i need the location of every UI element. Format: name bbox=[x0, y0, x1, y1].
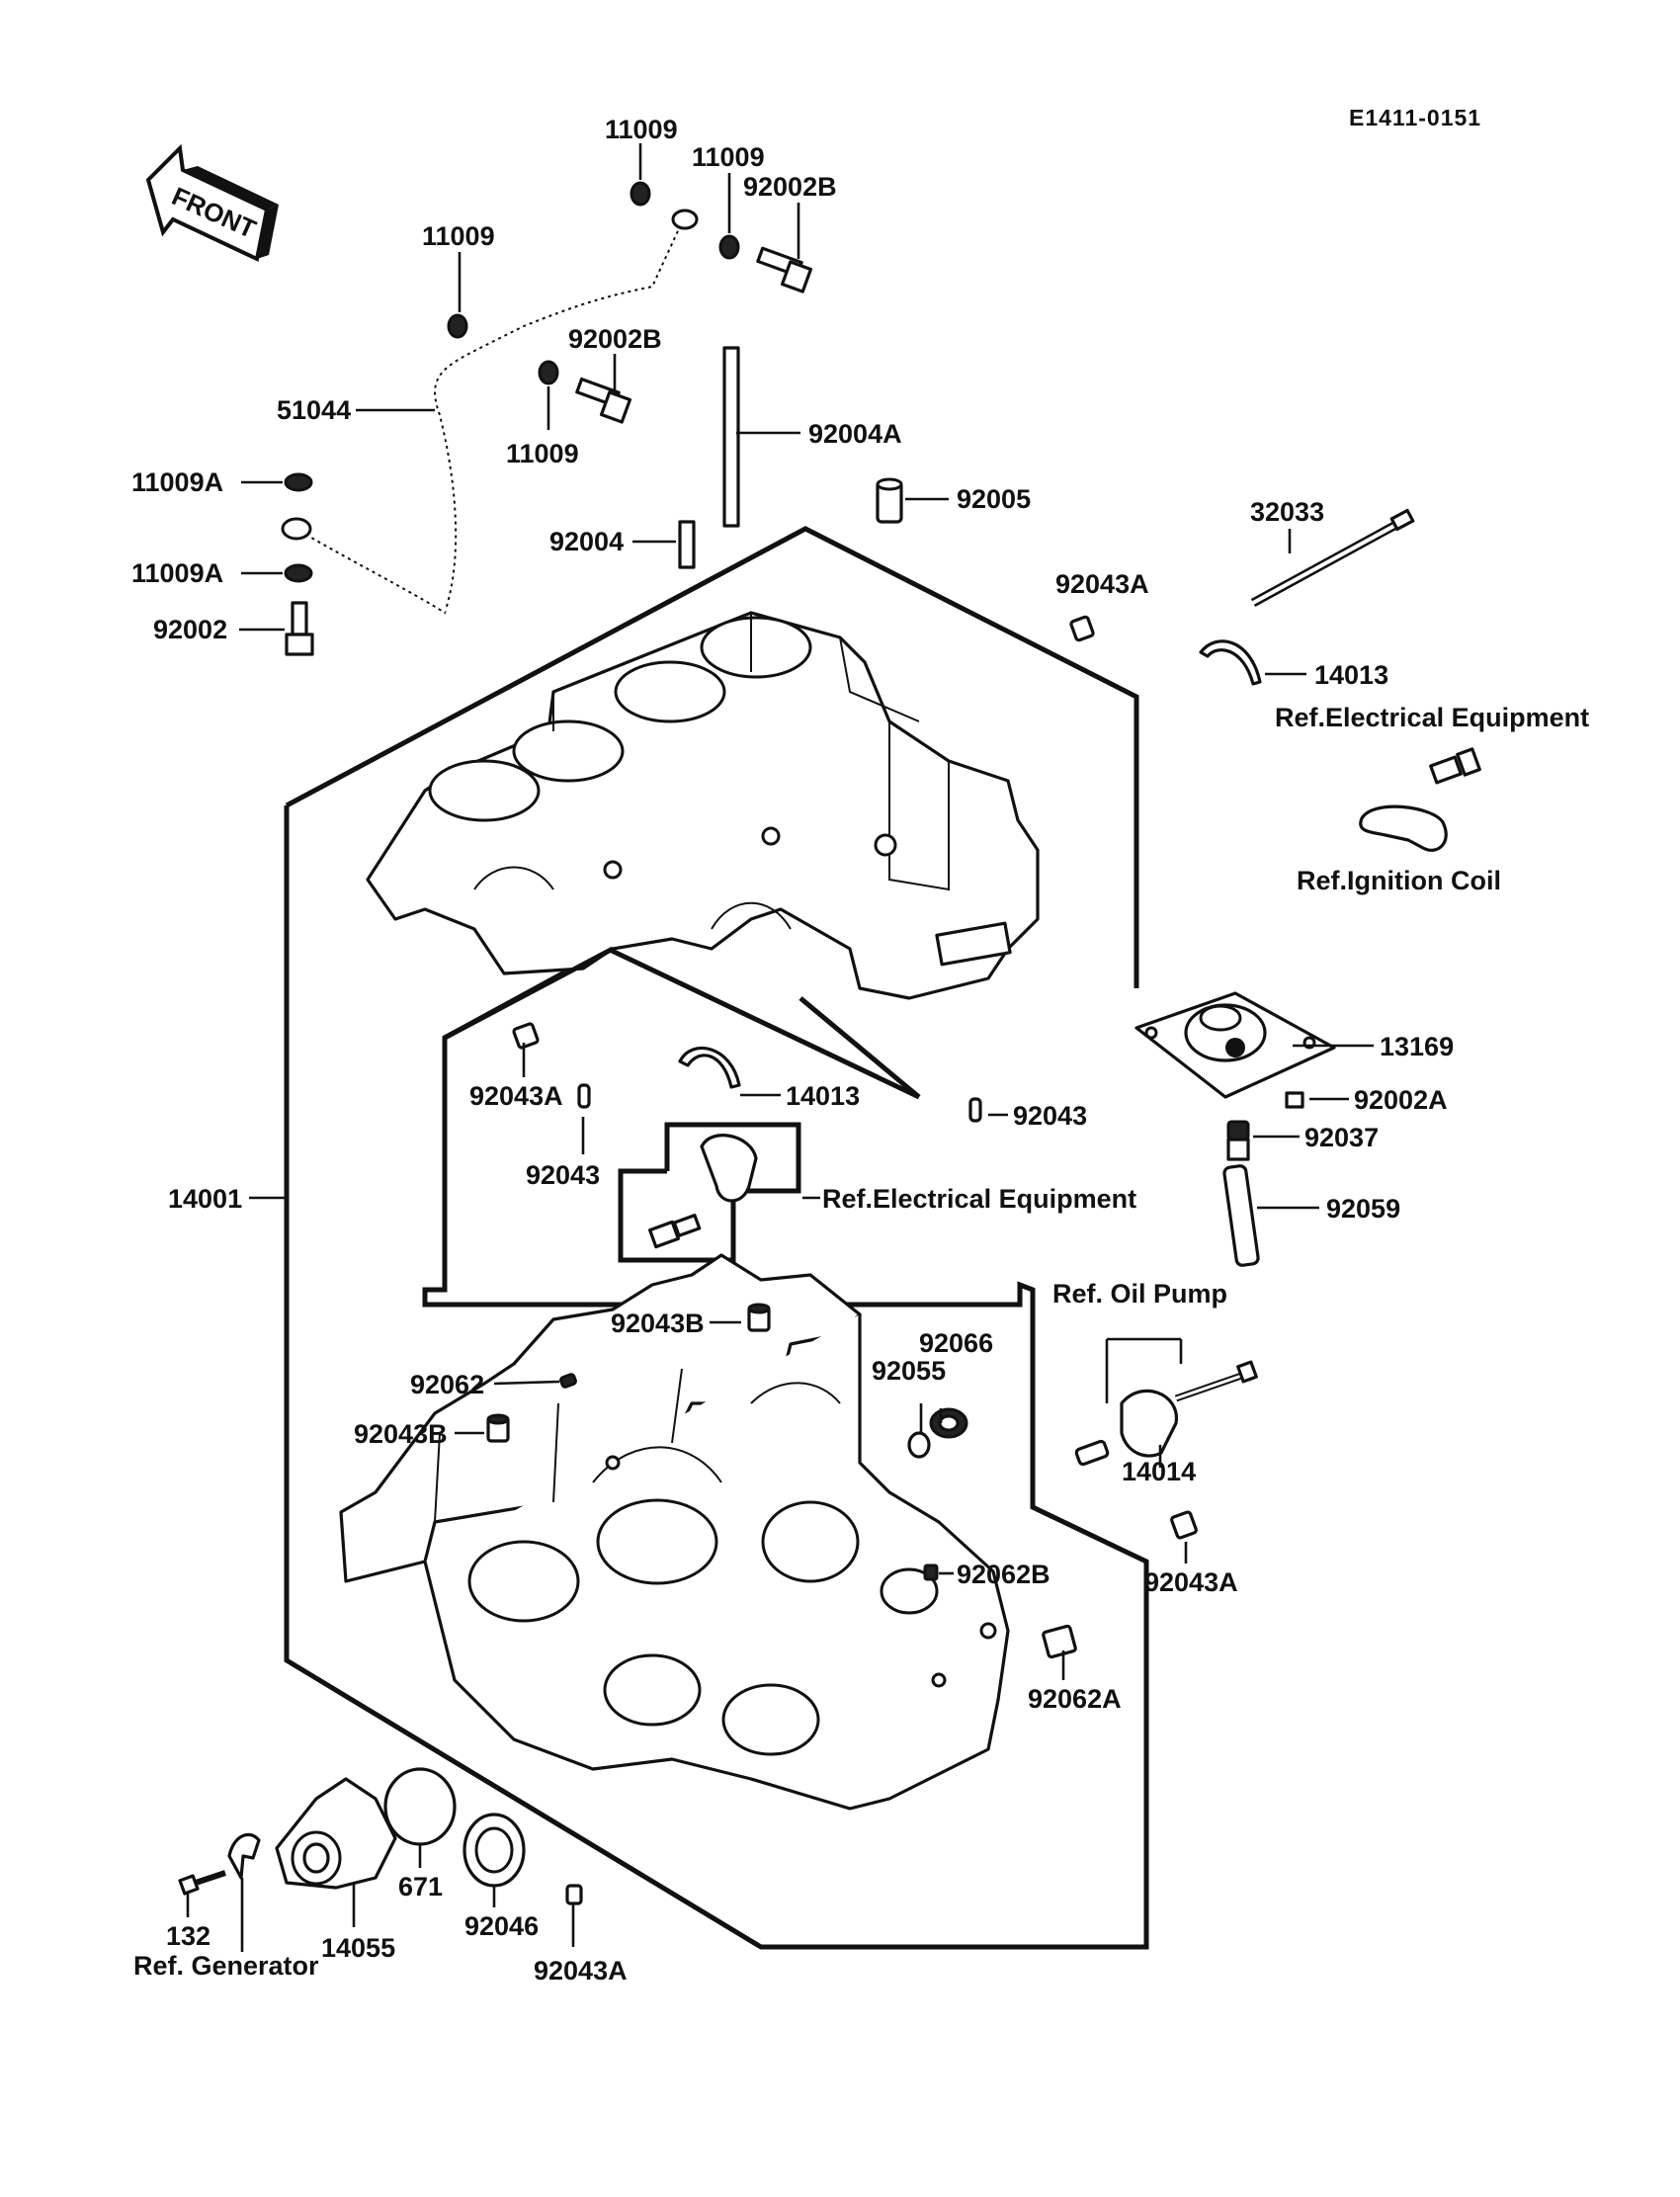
label-92043A-bottom: 92043A bbox=[534, 1956, 628, 1986]
label-92046: 92046 bbox=[464, 1911, 539, 1941]
plug-92066 bbox=[929, 1407, 968, 1439]
spring-92037 bbox=[1226, 1120, 1250, 1161]
oil-pump-bracket bbox=[1120, 1360, 1258, 1458]
leader-lines bbox=[186, 143, 1374, 1952]
label-14013-mid: 14013 bbox=[786, 1081, 860, 1111]
washer-11009A-top bbox=[284, 472, 313, 492]
label-92004: 92004 bbox=[549, 527, 624, 556]
label-92043A-upper: 92043A bbox=[1055, 569, 1149, 599]
upper-crankcase bbox=[366, 611, 1040, 1000]
diagram-code: E1411-0151 bbox=[1349, 105, 1481, 130]
bolt-32033 bbox=[1250, 508, 1415, 607]
label-92043A-lowright: 92043A bbox=[1144, 1567, 1238, 1597]
dowel-92005 bbox=[876, 477, 903, 524]
label-92059: 92059 bbox=[1326, 1194, 1400, 1224]
label-132: 132 bbox=[166, 1921, 210, 1951]
label-92062A: 92062A bbox=[1028, 1684, 1122, 1714]
pin-92062 bbox=[559, 1373, 577, 1389]
label-92066: 92066 bbox=[919, 1328, 993, 1358]
label-671: 671 bbox=[398, 1872, 443, 1901]
label-11009-left: 11009 bbox=[422, 221, 495, 251]
label-11009A-top: 11009A bbox=[131, 467, 223, 497]
pin-92043-right bbox=[968, 1097, 982, 1123]
dowel-92043A-upper bbox=[1069, 615, 1095, 642]
label-92043A-mid: 92043A bbox=[469, 1081, 563, 1111]
bearing-92046 bbox=[462, 1813, 526, 1888]
bolt-92002 bbox=[285, 601, 314, 656]
dowel-92043A-mid bbox=[512, 1022, 540, 1050]
ignition-coil-clamp bbox=[1359, 747, 1481, 852]
label-14055: 14055 bbox=[321, 1933, 395, 1963]
label-92005: 92005 bbox=[957, 484, 1031, 514]
assembly-frame bbox=[284, 526, 1149, 1950]
label-14013-upper: 14013 bbox=[1314, 660, 1388, 690]
label-ref-oil-pump: Ref. Oil Pump bbox=[1052, 1279, 1227, 1309]
pin-92062B bbox=[923, 1563, 939, 1581]
washer-11009A-low bbox=[284, 563, 313, 583]
dowel-92043B-left bbox=[486, 1413, 510, 1443]
label-92062B: 92062B bbox=[957, 1560, 1050, 1589]
label-11009A-low: 11009A bbox=[131, 558, 223, 588]
dowel-92043A-lowright bbox=[1170, 1510, 1198, 1540]
label-14014: 14014 bbox=[1122, 1457, 1196, 1486]
label-92043B-top: 92043B bbox=[611, 1309, 705, 1338]
label-11009-top: 11009 bbox=[605, 115, 678, 144]
label-ref-generator: Ref. Generator bbox=[133, 1951, 319, 1981]
oring-92055 bbox=[907, 1431, 931, 1459]
bolt-132 bbox=[178, 1870, 226, 1896]
label-92004A: 92004A bbox=[808, 419, 902, 449]
clamp-14013-mid bbox=[678, 1046, 741, 1089]
label-92055: 92055 bbox=[872, 1356, 946, 1386]
lower-crankcase bbox=[339, 1253, 1010, 1811]
washer-11009-left bbox=[447, 313, 468, 339]
label-92062: 92062 bbox=[410, 1370, 484, 1399]
label-92043B-left: 92043B bbox=[354, 1419, 448, 1449]
label-11009-mid: 11009 bbox=[692, 142, 765, 172]
clamp-14013-upper bbox=[1199, 639, 1262, 686]
oring-671 bbox=[383, 1767, 457, 1846]
label-13169: 13169 bbox=[1380, 1032, 1454, 1061]
label-92002A: 92002A bbox=[1354, 1085, 1448, 1115]
label-92002B-mid: 92002B bbox=[568, 324, 662, 354]
label-11009-low: 11009 bbox=[506, 439, 579, 468]
label-ref-electrical-upper: Ref.Electrical Equipment bbox=[1275, 703, 1589, 732]
label-92002B-top: 92002B bbox=[743, 172, 837, 202]
washer-11009-top bbox=[630, 181, 651, 207]
pipe-92059 bbox=[1222, 1164, 1260, 1267]
label-92002: 92002 bbox=[153, 615, 227, 644]
stud-92004 bbox=[678, 520, 696, 569]
label-51044: 51044 bbox=[277, 395, 351, 425]
part-labels: 11009 11009 92002B 11009 92002B 51044 11… bbox=[131, 115, 1589, 1986]
dowel-14014 bbox=[1074, 1439, 1110, 1467]
pin-92043-left bbox=[577, 1083, 591, 1109]
bolt-92002A bbox=[1285, 1091, 1304, 1109]
front-arrow-icon: FRONT bbox=[145, 143, 279, 262]
dowel-92043A-bottom bbox=[565, 1884, 583, 1905]
label-92043-left: 92043 bbox=[526, 1160, 600, 1190]
bolt-92002B-mid bbox=[575, 377, 632, 424]
label-92037: 92037 bbox=[1304, 1123, 1379, 1152]
dowel-92043B-top bbox=[747, 1303, 771, 1332]
oil-hose-51044 bbox=[281, 209, 699, 619]
generator-clip bbox=[227, 1832, 261, 1880]
washer-11009-low bbox=[538, 360, 559, 385]
label-14001: 14001 bbox=[168, 1184, 242, 1214]
label-32033: 32033 bbox=[1250, 497, 1324, 527]
washer-11009-mid bbox=[718, 234, 740, 260]
label-ref-electrical-lower: Ref.Electrical Equipment bbox=[822, 1184, 1136, 1214]
plug-92062A bbox=[1042, 1624, 1077, 1659]
housing-14055 bbox=[275, 1777, 397, 1890]
bolt-92002B-top bbox=[756, 246, 813, 294]
label-ref-ignition-coil: Ref.Ignition Coil bbox=[1297, 866, 1501, 895]
label-92043-right: 92043 bbox=[1013, 1101, 1087, 1131]
electrical-bracket-lower bbox=[618, 1122, 801, 1263]
inner-frame bbox=[443, 946, 921, 1099]
stud-92004A bbox=[722, 346, 740, 528]
